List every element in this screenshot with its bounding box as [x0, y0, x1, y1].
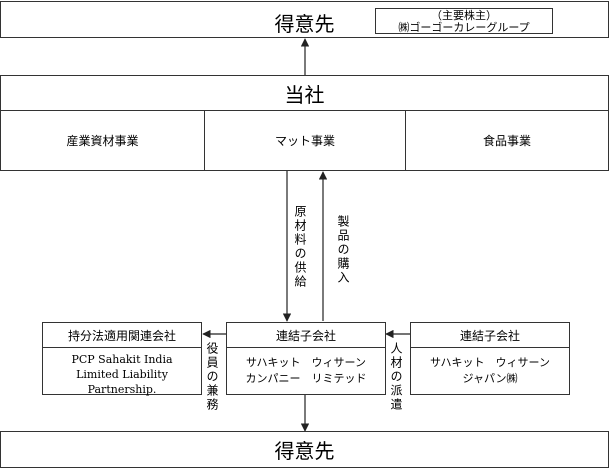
subsidiary-right-header: 連結子会社: [411, 323, 569, 348]
subsidiary-center-box: 連結子会社 サハキット ウィサーン カンパニー リミテッド: [226, 322, 386, 395]
bottom-customer-box: 得意先: [0, 431, 609, 468]
supply-label: 原材料の供給: [293, 205, 307, 289]
subsidiary-right-name-line-2: ジャパン㈱: [462, 372, 518, 385]
shareholder-name: ㈱ゴーゴーカレーグループ: [398, 21, 530, 34]
division-industrial: 産業資材事業: [66, 134, 139, 148]
officer-label: 役員の兼務: [205, 342, 219, 412]
equity-affiliate-name: PCP Sahakit India Limited Liability Part…: [43, 348, 201, 397]
subsidiary-center-header: 連結子会社: [227, 323, 385, 348]
subsidiary-center-name: サハキット ウィサーン カンパニー リミテッド: [227, 348, 385, 387]
subsidiary-center-name-line-2: カンパニー リミテッド: [245, 372, 367, 385]
top-customer-box: 得意先 （主要株主） ㈱ゴーゴーカレーグループ: [0, 1, 609, 38]
subsidiary-right-name-line-1: サハキット ウィサーン: [429, 356, 550, 369]
subsidiary-right-name: サハキット ウィサーン ジャパン㈱: [411, 348, 569, 387]
division-mat: マット事業: [204, 111, 406, 170]
division-food: 食品事業: [482, 134, 531, 148]
equity-affiliate-name-line-3: Partnership.: [87, 383, 157, 396]
top-customer-label: 得意先: [274, 12, 335, 36]
company-title: 当社: [284, 82, 325, 107]
shareholder-label: （主要株主）: [431, 9, 497, 22]
bottom-customer-label: 得意先: [274, 439, 335, 463]
equity-affiliate-header: 持分法適用関連会社: [43, 323, 201, 348]
subsidiary-right-box: 連結子会社 サハキット ウィサーン ジャパン㈱: [410, 322, 570, 395]
equity-affiliate-name-line-2: Limited Liability: [76, 368, 168, 381]
equity-affiliate-box: 持分法適用関連会社 PCP Sahakit India Limited Liab…: [42, 322, 202, 397]
purchase-label: 製品の購入: [336, 215, 350, 285]
shareholder-box: （主要株主） ㈱ゴーゴーカレーグループ: [375, 8, 553, 34]
company-box: 当社 産業資材事業 マット事業 食品事業: [0, 75, 609, 171]
equity-affiliate-name-line-1: PCP Sahakit India: [71, 353, 173, 366]
company-divider: [1, 110, 608, 111]
personnel-label: 人材の派遣: [389, 342, 403, 412]
subsidiary-center-name-line-1: サハキット ウィサーン: [245, 356, 366, 369]
